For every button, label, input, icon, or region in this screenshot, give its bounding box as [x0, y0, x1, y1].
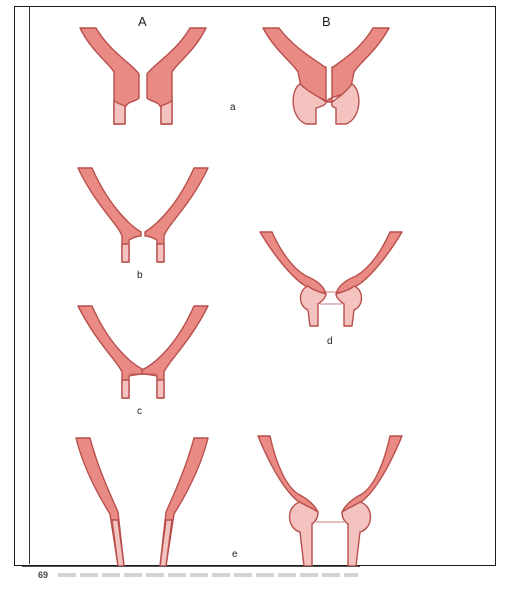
drawing-a-panel-c — [78, 306, 208, 398]
figure-caption: 69 — [38, 570, 378, 580]
caption-rule — [22, 566, 360, 567]
caption-text-blurred — [58, 573, 358, 577]
drawing-b-panel-d — [260, 232, 402, 326]
drawing-a-panel-a — [80, 28, 206, 124]
caption-number: 69 — [38, 570, 48, 580]
drawing-b-panel-a — [263, 28, 389, 124]
drawing-a-panel-b — [78, 168, 208, 262]
drawing-a-panel-e — [76, 438, 208, 566]
drawing-b-panel-e — [258, 436, 402, 566]
